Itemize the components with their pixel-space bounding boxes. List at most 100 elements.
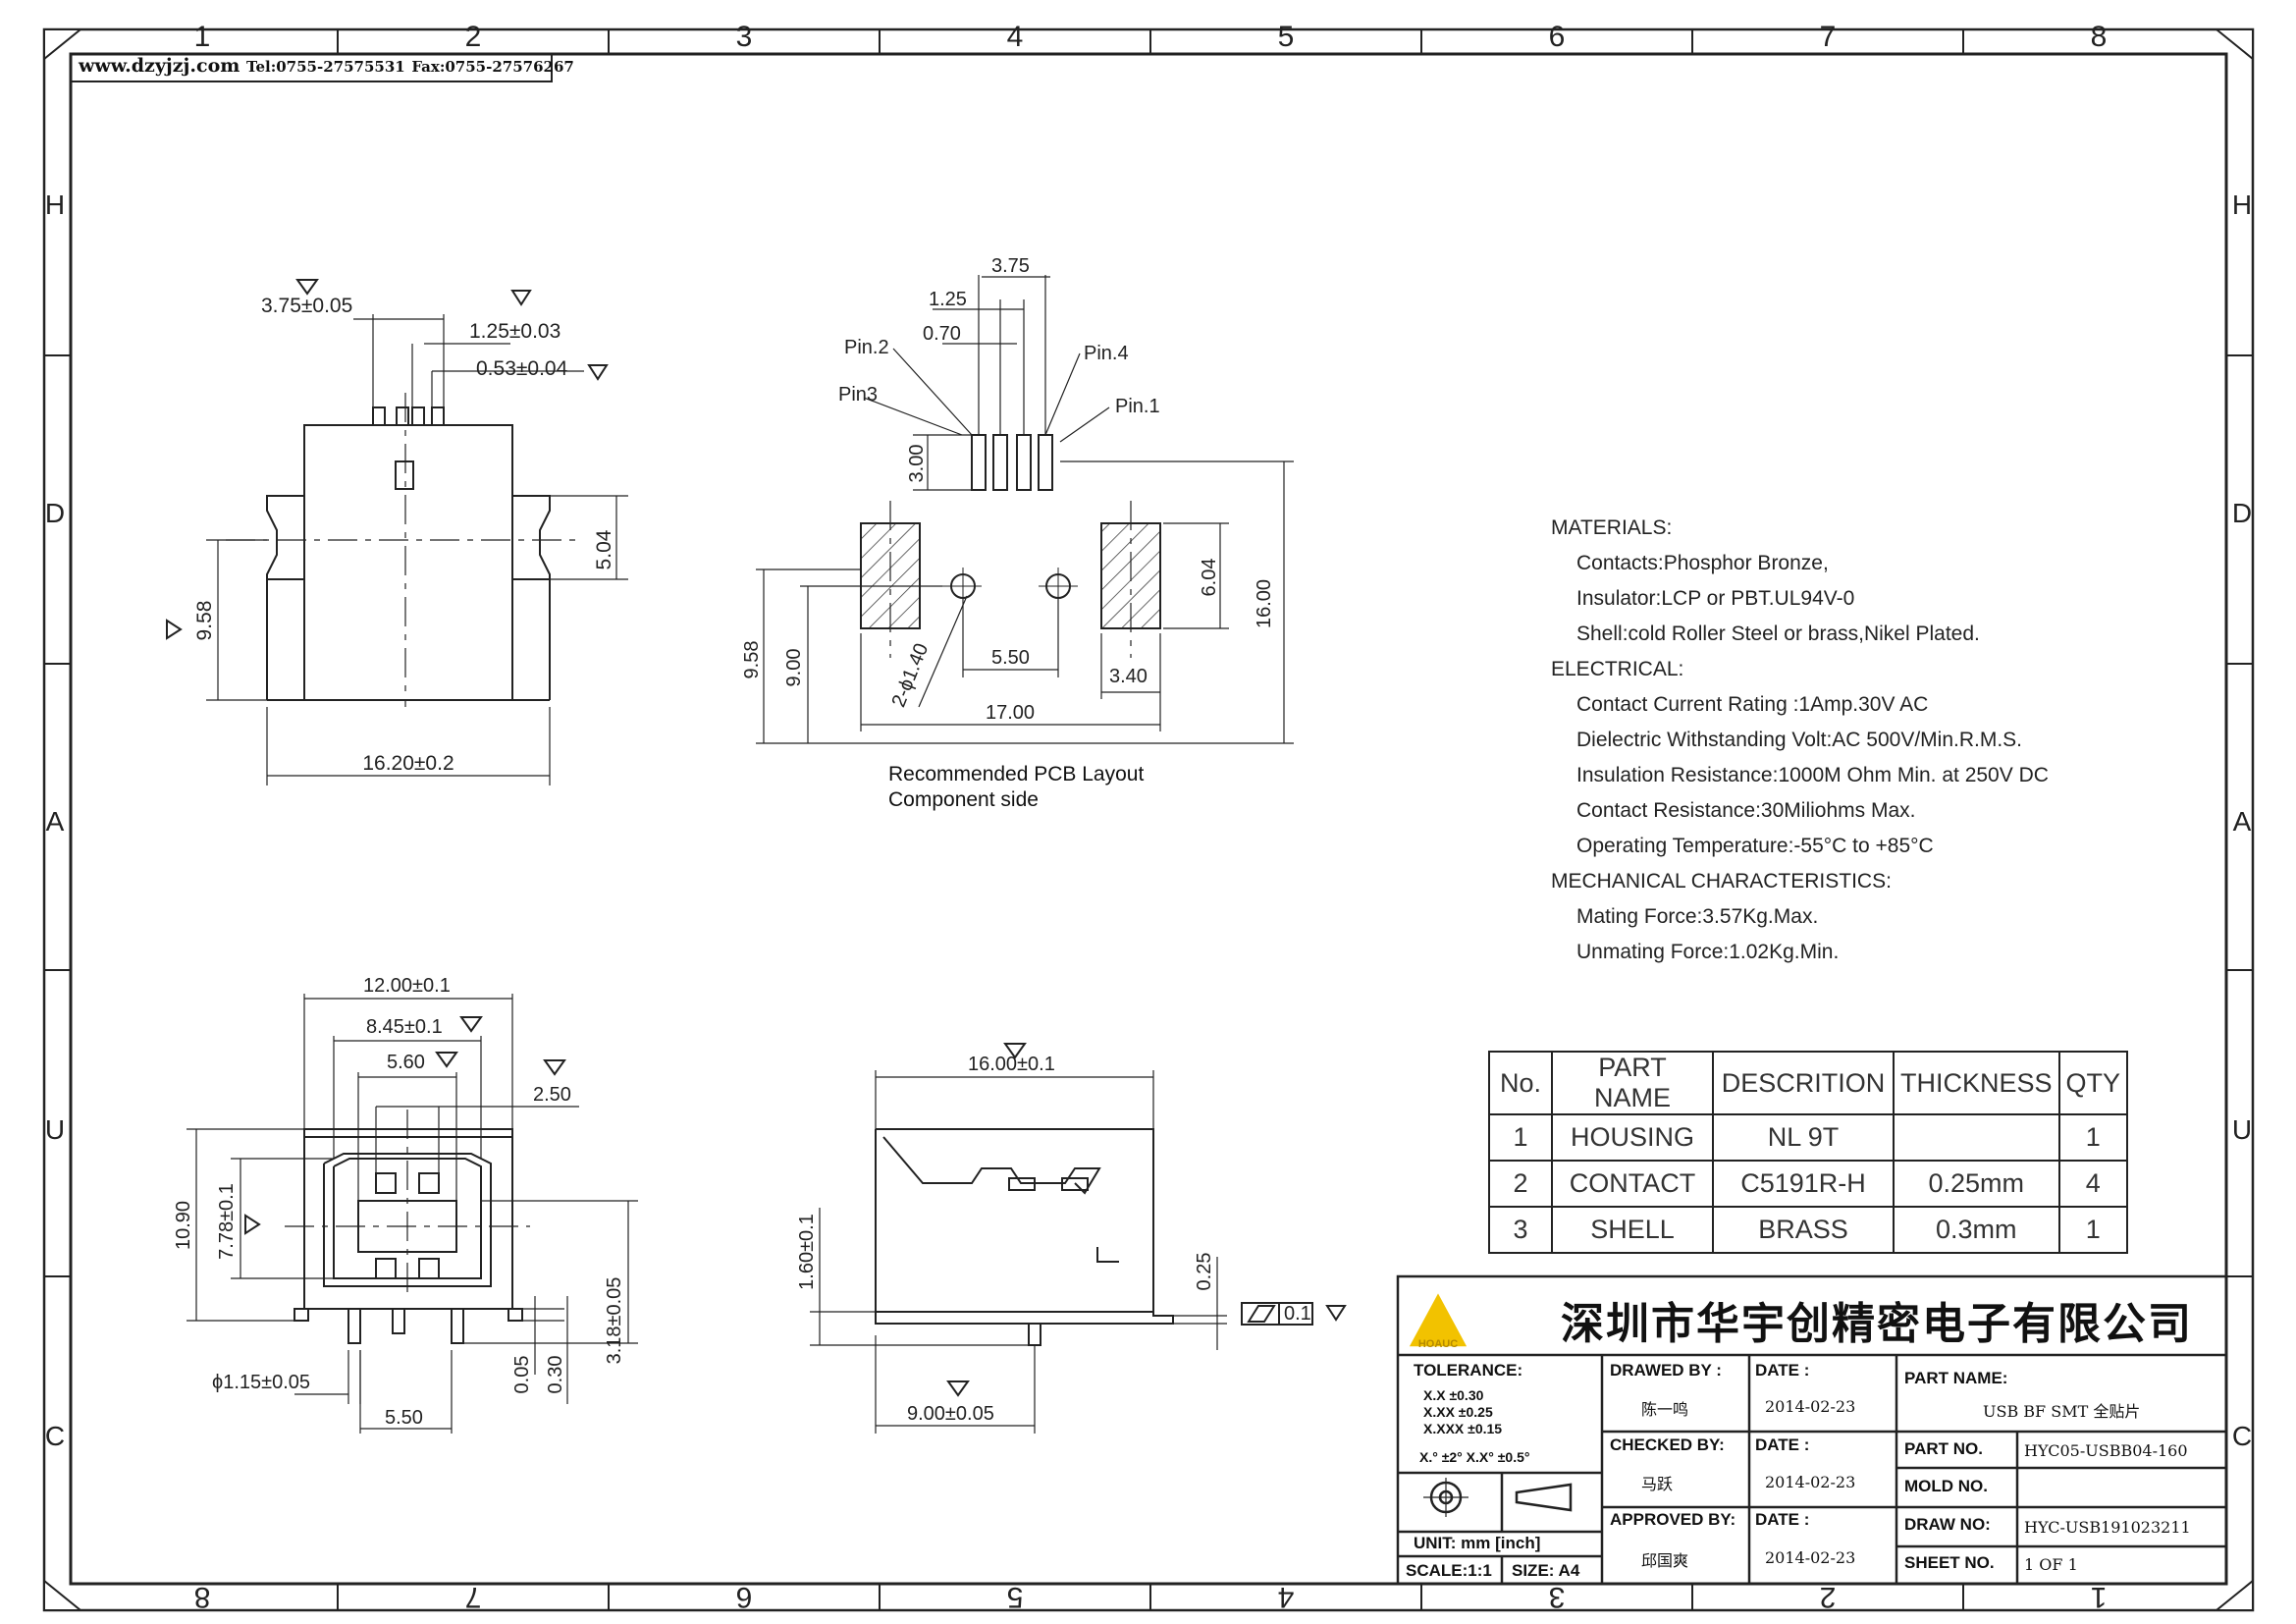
- zone-number: 1: [194, 21, 211, 53]
- dim-label: 5.04: [593, 529, 615, 569]
- dim-label: 7.78±0.1: [216, 1183, 238, 1260]
- table-cell: C5191R-H: [1712, 1160, 1895, 1208]
- dim-label: 5.60: [387, 1052, 425, 1073]
- dim-label: 2-ϕ1.40: [888, 640, 934, 710]
- dim-label: 5.50: [385, 1407, 423, 1429]
- column-header: PART NAME: [1551, 1051, 1714, 1115]
- dim-label: 1.25±0.03: [469, 320, 561, 343]
- approved-by-name: 邱国爽: [1641, 1551, 1689, 1570]
- draw-no-value: HYC-USB191023211: [2024, 1518, 2191, 1537]
- zone-letter: H: [45, 189, 65, 220]
- part-no-label: PART NO.: [1904, 1439, 1983, 1458]
- tolerance-line: X.XXX ±0.15: [1423, 1421, 1503, 1436]
- front-view: [187, 994, 638, 1434]
- pin-label: Pin.4: [1084, 343, 1129, 364]
- table-cell: 1: [2057, 1113, 2129, 1162]
- dim-label: 16.00: [1254, 579, 1275, 628]
- pcb-layout-caption: Recommended PCB Layout Component side: [888, 762, 1144, 813]
- dim-label: 3.00: [906, 445, 928, 483]
- table-cell: BRASS: [1712, 1206, 1895, 1254]
- zone-letter: A: [46, 806, 65, 837]
- dim-label: 6.04: [1199, 559, 1220, 597]
- top-zone-ticks: [44, 29, 2253, 1610]
- dim-label: 3.75±0.05: [261, 295, 352, 317]
- part-name-label: PART NAME:: [1904, 1369, 2008, 1387]
- zone-number: 8: [2091, 21, 2108, 53]
- sheet-no-value: 1 OF 1: [2024, 1555, 2078, 1574]
- dim-label: 9.00: [783, 649, 805, 687]
- profile-view-dims: 16.00±0.1 1.60±0.1 0.25 0.1 9.00±0.05: [796, 1054, 1311, 1425]
- table-cell: HOUSING: [1551, 1113, 1714, 1162]
- sheet-no-label: SHEET NO.: [1904, 1553, 1995, 1572]
- corner-marker: [2214, 28, 2254, 62]
- dim-label: 17.00: [986, 702, 1035, 724]
- caption-line: Recommended PCB Layout: [888, 763, 1145, 785]
- dim-label: 3.18±0.05: [604, 1277, 625, 1365]
- zone-number: 3: [736, 21, 753, 53]
- zone-letter: C: [2232, 1421, 2252, 1451]
- pcb-layout-view: [756, 275, 1294, 744]
- zone-number: 6: [736, 1581, 753, 1613]
- dim-label: 3.40: [1109, 666, 1148, 687]
- table-cell: 1: [1488, 1113, 1553, 1162]
- zone-letter: U: [45, 1114, 65, 1145]
- zone-number: 4: [1007, 21, 1024, 53]
- caption-line: Component side: [888, 788, 1039, 811]
- website-bar-box: [70, 53, 553, 82]
- table-header-row: No. PART NAME DESCRITION THICKNESS QTY: [1488, 1051, 2129, 1115]
- draw-no-label: DRAW NO:: [1904, 1515, 1991, 1534]
- phone-number: Tel:0755-27575531: [246, 58, 405, 76]
- table-row: 3 SHELL BRASS 0.3mm 1: [1488, 1206, 2129, 1254]
- table-cell: 3: [1488, 1206, 1553, 1254]
- zone-letter: H: [2232, 189, 2252, 220]
- pcb-layout-dims: 3.75 1.25 0.70 3.00 6.04 16.00 9.58 9.00…: [741, 255, 1275, 724]
- pin-label: Pin.1: [1115, 396, 1160, 417]
- table-cell: 4: [2057, 1160, 2129, 1208]
- zone-number: 2: [1820, 1581, 1837, 1613]
- pin-label: Pin3: [838, 384, 878, 406]
- zone-number: 5: [1278, 21, 1295, 53]
- zone-number: 5: [1007, 1581, 1024, 1613]
- table-row: 1 HOUSING NL 9T 1: [1488, 1113, 2129, 1162]
- zone-number: 3: [1549, 1581, 1566, 1613]
- drawn-by-name: 陈一鸣: [1641, 1400, 1689, 1419]
- dim-label: 0.05: [511, 1356, 533, 1394]
- table-cell: CONTACT: [1551, 1160, 1714, 1208]
- dim-label: 16.00±0.1: [968, 1054, 1055, 1075]
- size-label: SIZE: A4: [1512, 1561, 1580, 1580]
- spec-item: Mating Force:3.57Kg.Max.: [1576, 905, 1819, 928]
- spec-item: Contacts:Phosphor Bronze,: [1576, 552, 1829, 574]
- column-header: No.: [1488, 1051, 1553, 1115]
- dim-label: ϕ1.15±0.05: [212, 1372, 310, 1393]
- part-no-value: HYC05-USBB04-160: [2024, 1441, 2188, 1460]
- dim-label: 3.75: [991, 255, 1030, 277]
- table-cell: 0.25mm: [1893, 1160, 2060, 1208]
- dim-label: 0.70: [923, 323, 961, 345]
- bill-of-materials: No. PART NAME DESCRITION THICKNESS QTY 1…: [1488, 1051, 2129, 1254]
- side-view: [166, 279, 628, 785]
- dim-label: 12.00±0.1: [363, 975, 451, 997]
- scale-label: SCALE:1:1: [1406, 1561, 1492, 1580]
- mechanical-heading: MECHANICAL CHARACTERISTICS:: [1551, 870, 1892, 893]
- website-bar: www.dzyjzj.com Tel:0755-27575531 Fax:075…: [79, 55, 574, 77]
- spec-item: Unmating Force:1.02Kg.Min.: [1576, 941, 1840, 963]
- date-label: DATE :: [1755, 1361, 1810, 1380]
- dim-label: 16.20±0.2: [362, 752, 454, 775]
- inner-frame: [69, 52, 2228, 1586]
- spec-item: Shell:cold Roller Steel or brass,Nikel P…: [1576, 623, 1980, 645]
- part-name-value: USB BF SMT 全贴片: [1983, 1402, 2141, 1421]
- table-cell: [1893, 1113, 2060, 1162]
- checked-date: 2014-02-23: [1765, 1473, 1856, 1491]
- dim-label: 0.53±0.04: [476, 357, 568, 380]
- company-name: 深圳市华宇创精密电子有限公司: [1561, 1299, 2193, 1349]
- dim-label: 9.58: [741, 641, 763, 679]
- mold-no-label: MOLD NO.: [1904, 1477, 1988, 1495]
- fax-number: Fax:0755-27576267: [411, 58, 574, 76]
- dim-label: 0.30: [545, 1356, 566, 1394]
- checked-by-label: CHECKED BY:: [1610, 1435, 1725, 1454]
- website-url: www.dzyjzj.com: [79, 55, 240, 77]
- column-header: THICKNESS: [1893, 1051, 2060, 1115]
- tolerance-line: X.XX ±0.25: [1423, 1404, 1493, 1420]
- profile-view: [810, 1043, 1347, 1434]
- materials-heading: MATERIALS:: [1551, 516, 1673, 539]
